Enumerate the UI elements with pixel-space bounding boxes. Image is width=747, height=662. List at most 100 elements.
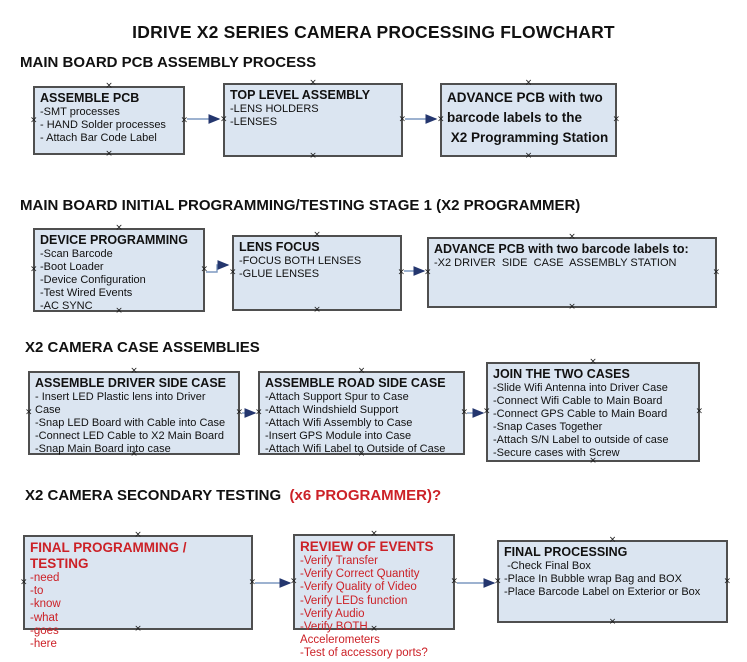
anchor-x-icon: ×	[115, 223, 123, 233]
box-item: -Insert GPS Module into Case	[265, 430, 412, 442]
box-item: -know	[30, 598, 61, 611]
box-assemble-road-side-case: × × × × ASSEMBLE ROAD SIDE CASE -Attach …	[255, 367, 468, 459]
anchor-x-icon: ×	[30, 115, 38, 125]
section-heading-pcb-assembly: MAIN BOARD PCB ASSEMBLY PROCESS	[20, 54, 317, 71]
box-title: FINAL PROCESSING	[504, 545, 628, 559]
box-item: -Connect LED Cable to X2 Main Board	[35, 430, 224, 442]
anchor-x-icon: ×	[255, 407, 263, 418]
anchor-x-icon: ×	[115, 306, 123, 316]
anchor-x-icon: ×	[524, 151, 533, 161]
anchor-x-icon: ×	[437, 114, 445, 125]
anchor-x-icon: ×	[200, 264, 208, 275]
box-item: -LENS HOLDERS	[230, 103, 319, 115]
box-final-processing: × × × × FINAL PROCESSING -Check Final Bo…	[494, 536, 731, 627]
box-item: -Attach Windshield Support	[265, 404, 399, 416]
anchor-x-icon: ×	[105, 149, 113, 159]
box-item: -LENSES	[230, 116, 278, 128]
box-title: JOIN THE TWO CASES	[493, 367, 630, 381]
anchor-x-icon: ×	[398, 114, 406, 125]
anchor-x-icon: ×	[483, 406, 491, 417]
anchor-x-icon: ×	[134, 530, 142, 540]
anchor-x-icon: ×	[370, 529, 378, 539]
box-advance-pcb-programming-station: × × × × ADVANCE PCB with two barcode lab…	[437, 79, 620, 161]
box-item: -Test Wired Events	[40, 287, 133, 299]
box-item: -Snap LED Board with Cable into Case	[35, 417, 226, 429]
anchor-x-icon: ×	[370, 624, 378, 634]
box-final-programming-testing: × × × × FINAL PROGRAMMING / TESTING -nee…	[20, 531, 256, 651]
box-item: -goes	[30, 624, 59, 637]
box-item: -Verify LEDs function	[300, 594, 408, 607]
anchor-x-icon: ×	[134, 624, 142, 634]
anchor-x-icon: ×	[248, 577, 256, 587]
anchor-x-icon: ×	[229, 267, 237, 278]
box-title: ADVANCE PCB with two barcode labels to:	[434, 242, 689, 256]
box-item: -Check Final Box	[504, 560, 591, 572]
anchor-x-icon: ×	[568, 232, 576, 242]
anchor-x-icon: ×	[608, 617, 617, 627]
anchor-x-icon: ×	[568, 302, 576, 312]
anchor-x-icon: ×	[589, 357, 597, 367]
section-heading-initial-programming: MAIN BOARD INITIAL PROGRAMMING/TESTING S…	[20, 197, 581, 214]
box-title: REVIEW OF EVENTS	[300, 539, 434, 554]
box-item: -AC SYNC	[40, 300, 93, 312]
anchor-x-icon: ×	[460, 407, 468, 418]
box-title: ASSEMBLE PCB	[40, 91, 140, 105]
box-item: -X2 DRIVER SIDE CASE ASSEMBLY STATION	[434, 257, 677, 269]
anchor-x-icon: ×	[712, 267, 720, 277]
page-title: IDRIVE X2 SERIES CAMERA PROCESSING FLOWC…	[132, 22, 615, 42]
box-item: -Verify Quality of Video	[300, 581, 417, 594]
box-review-of-events: × × × × REVIEW OF EVENTS -Verify Transfe…	[290, 530, 458, 660]
anchor-x-icon: ×	[313, 230, 321, 240]
connector-arrow	[206, 260, 230, 273]
anchor-x-icon: ×	[105, 81, 113, 91]
anchor-x-icon: ×	[608, 535, 617, 545]
box-item: -Place In Bubble wrap Bag and BOX	[504, 573, 682, 585]
box-item: -Snap Main Board into case	[35, 443, 171, 455]
anchor-x-icon: ×	[30, 264, 38, 275]
box-item: -Verify BOTH Accelerometers	[300, 621, 380, 647]
anchor-x-icon: ×	[20, 577, 28, 587]
box-item: -Connect Wifi Cable to Main Board	[493, 395, 663, 407]
box-title: LENS FOCUS	[239, 240, 320, 254]
section-heading-secondary-testing-black: X2 CAMERA SECONDARY TESTING	[25, 487, 290, 504]
anchor-x-icon: ×	[235, 407, 243, 418]
box-join-the-two-cases: × × × × JOIN THE TWO CASES -Slide Wifi A…	[483, 358, 703, 466]
box-item: -Device Configuration	[40, 274, 146, 286]
anchor-x-icon: ×	[313, 305, 321, 315]
box-item: -Snap Cases Together	[493, 421, 603, 433]
section-heading-secondary-testing-red: (x6 PROGRAMMER)?	[289, 487, 442, 504]
box-item: -here	[30, 638, 57, 651]
anchor-x-icon: ×	[180, 115, 188, 125]
anchor-x-icon: ×	[494, 576, 502, 586]
anchor-x-icon: ×	[130, 449, 138, 459]
anchor-x-icon: ×	[589, 456, 597, 466]
anchor-x-icon: ×	[695, 406, 703, 417]
box-assemble-driver-side-case: × × × × ASSEMBLE DRIVER SIDE CASE - Inse…	[25, 367, 243, 459]
anchor-x-icon: ×	[130, 366, 138, 376]
box-item: -Verify Correct Quantity	[300, 568, 420, 581]
box-title: ASSEMBLE ROAD SIDE CASE	[265, 376, 446, 390]
anchor-x-icon: ×	[25, 407, 33, 418]
box-item: -to	[30, 585, 44, 598]
box-title: FINAL PROGRAMMING / TESTING	[30, 540, 191, 571]
box-item: -FOCUS BOTH LENSES	[239, 255, 362, 267]
box-item: -SMT processes	[40, 106, 120, 118]
anchor-x-icon: ×	[290, 576, 298, 587]
box-top-level-assembly: × × × × TOP LEVEL ASSEMBLY -LENS HOLDERS…	[220, 79, 406, 161]
box-item: -Attach S/N Label to outside of case	[493, 434, 669, 446]
box-item: -Slide Wifi Antenna into Driver Case	[493, 382, 668, 394]
box-title: ADVANCE PCB with two barcode labels to t…	[447, 90, 609, 145]
anchor-x-icon: ×	[397, 267, 405, 278]
box-item: - Attach Bar Code Label	[40, 132, 157, 144]
anchor-x-icon: ×	[220, 114, 228, 125]
box-lens-focus: × × × × LENS FOCUS -FOCUS BOTH LENSES -G…	[229, 231, 405, 315]
anchor-x-icon: ×	[309, 78, 317, 88]
box-item: -GLUE LENSES	[239, 268, 320, 280]
anchor-x-icon: ×	[723, 576, 731, 586]
section-heading-secondary-testing: X2 CAMERA SECONDARY TESTING (x6 PROGRAMM…	[25, 487, 441, 504]
box-item: -Verify Audio	[300, 607, 365, 620]
box-title: TOP LEVEL ASSEMBLY	[230, 88, 371, 102]
box-item: -Place Barcode Label on Exterior or Box	[504, 586, 701, 598]
section-heading-case-assemblies: X2 CAMERA CASE ASSEMBLIES	[25, 339, 260, 356]
